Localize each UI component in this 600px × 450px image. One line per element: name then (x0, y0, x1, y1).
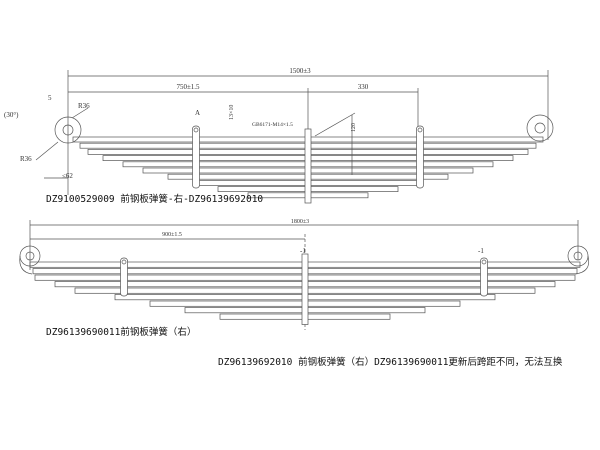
spring-clip (192, 125, 200, 189)
dim-62-label: ≤62 (62, 172, 73, 180)
caption-bottom: DZ96139690011前钢板弹簧（右） (46, 327, 197, 338)
angle-label: (30°) (4, 111, 19, 119)
center-bolt (301, 253, 309, 325)
dim-5-label: 5 (48, 94, 52, 102)
section-mark-center: -1 (300, 247, 306, 255)
bolt-label: GB6171-M14×1.5 (252, 122, 293, 128)
clip-bolt (193, 127, 199, 133)
eye-right (526, 114, 554, 142)
eye-right-bottom (567, 245, 589, 267)
dim-120-label: 120 (351, 123, 357, 132)
clip-bolt (417, 127, 423, 133)
section-mark-a: A (195, 109, 200, 117)
spring-clip (416, 125, 424, 189)
bottom-spring-drawing: 1800±3 900±1.5 -1 -1 (19, 219, 590, 330)
radius-bottom-label: R36 (20, 155, 32, 163)
clip-bolt (481, 259, 487, 265)
radius-top-label: R36 (78, 102, 90, 110)
dim-total-label: 1500±3 (289, 67, 311, 75)
spring-clip (480, 257, 488, 297)
top-spring-drawing: 1500±3 750±1.5 330 5 R36 (30°) R36 ≤62 A… (4, 67, 554, 204)
center-bolt (304, 128, 312, 204)
section-mark-right: -1 (478, 247, 484, 255)
dim-half-bottom-label: 900±1.5 (162, 232, 182, 238)
clip-bolt (121, 259, 127, 265)
dim-total-bottom-label: 1800±3 (291, 219, 309, 225)
dim-330-label: 330 (358, 83, 369, 91)
dim-half-label: 750±1.5 (176, 83, 200, 91)
eye-left (54, 116, 82, 144)
caption-top: DZ9100529009 前钢板弹簧-右-DZ96139692010 (46, 194, 264, 205)
spring-clip (120, 257, 128, 297)
dim-13x10-label: 13×10 (229, 105, 235, 120)
note-text: DZ96139692010 前钢板弹簧（右）DZ96139690011更新后跨距… (218, 357, 563, 368)
